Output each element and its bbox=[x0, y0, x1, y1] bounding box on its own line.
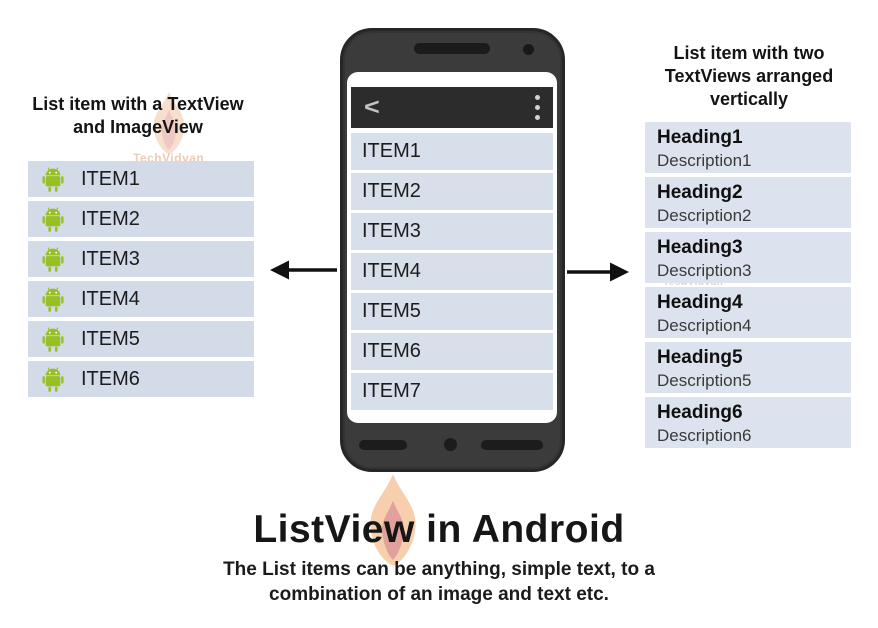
item-description: Description1 bbox=[657, 151, 752, 170]
phone-list-item[interactable]: ITEM5 bbox=[351, 293, 553, 330]
android-robot-icon bbox=[42, 366, 64, 392]
phone-listview: ITEM1 ITEM2 ITEM3 ITEM4 ITEM5 ITEM6 ITEM… bbox=[351, 133, 553, 413]
page-subtitle-line: The List items can be anything, simple t… bbox=[223, 559, 655, 580]
list-item-label: ITEM5 bbox=[81, 327, 140, 350]
item-heading: Heading5 bbox=[657, 347, 743, 368]
item-description: Description4 bbox=[657, 316, 752, 335]
item-description: Description5 bbox=[657, 371, 752, 390]
item-heading: Heading2 bbox=[657, 182, 743, 203]
overflow-menu-icon[interactable] bbox=[535, 95, 540, 120]
phone-list-item[interactable]: ITEM3 bbox=[351, 213, 553, 250]
item-heading: Heading1 bbox=[657, 127, 743, 148]
left-list: ITEM1 ITEM2 ITEM3 ITEM4 ITEM5 ITEM6 bbox=[28, 161, 254, 401]
right-arrow bbox=[567, 262, 629, 282]
list-item: ITEM1 bbox=[28, 161, 254, 197]
item-description: Description2 bbox=[657, 206, 752, 225]
phone-mockup: < ITEM1 ITEM2 ITEM3 ITEM4 ITEM5 ITEM6 IT… bbox=[340, 28, 565, 472]
app-header-bar: < bbox=[351, 87, 553, 128]
android-robot-icon bbox=[42, 326, 64, 352]
list-item: Heading4 Description4 bbox=[645, 287, 851, 338]
phone-bottom-bar-right bbox=[481, 440, 543, 450]
list-item: ITEM5 bbox=[28, 321, 254, 357]
page-subtitle: The List items can be anything, simple t… bbox=[0, 557, 878, 607]
item-heading: Heading6 bbox=[657, 402, 743, 423]
phone-list-item[interactable]: ITEM6 bbox=[351, 333, 553, 370]
list-item: Heading2 Description2 bbox=[645, 177, 851, 228]
phone-camera bbox=[523, 44, 534, 55]
right-panel-title-line: TextViews arranged bbox=[664, 66, 834, 86]
left-panel-title: List item with a TextView and ImageView bbox=[18, 93, 258, 139]
list-item-label: ITEM1 bbox=[81, 167, 140, 190]
list-item: Heading5 Description5 bbox=[645, 342, 851, 393]
list-item: Heading3 Description3 bbox=[645, 232, 851, 283]
phone-home-button bbox=[444, 438, 457, 451]
list-item-label: ITEM2 bbox=[81, 207, 140, 230]
android-robot-icon bbox=[42, 206, 64, 232]
list-item: Heading1 Description1 bbox=[645, 122, 851, 173]
right-panel-title: List item with two TextViews arranged ve… bbox=[638, 42, 860, 111]
list-item-label: ITEM4 bbox=[81, 287, 140, 310]
list-item: ITEM6 bbox=[28, 361, 254, 397]
list-item-label: ITEM6 bbox=[81, 367, 140, 390]
list-item: ITEM3 bbox=[28, 241, 254, 277]
phone-speaker bbox=[414, 43, 490, 54]
page-title: ListView in Android bbox=[253, 508, 625, 551]
android-robot-icon bbox=[42, 246, 64, 272]
android-robot-icon bbox=[42, 286, 64, 312]
list-item: ITEM2 bbox=[28, 201, 254, 237]
list-item: ITEM4 bbox=[28, 281, 254, 317]
list-item-label: ITEM3 bbox=[81, 247, 140, 270]
left-panel-title-line: and ImageView bbox=[73, 117, 203, 137]
item-heading: Heading4 bbox=[657, 292, 743, 313]
list-item: Heading6 Description6 bbox=[645, 397, 851, 448]
phone-list-item[interactable]: ITEM2 bbox=[351, 173, 553, 210]
phone-screen: < ITEM1 ITEM2 ITEM3 ITEM4 ITEM5 ITEM6 IT… bbox=[347, 72, 557, 423]
phone-list-item[interactable]: ITEM4 bbox=[351, 253, 553, 290]
phone-list-item[interactable]: ITEM1 bbox=[351, 133, 553, 170]
page-subtitle-line: combination of an image and text etc. bbox=[269, 584, 609, 605]
phone-list-item[interactable]: ITEM7 bbox=[351, 373, 553, 410]
left-panel-title-line: List item with a TextView bbox=[32, 94, 244, 114]
right-panel-title-line: List item with two bbox=[673, 43, 825, 63]
back-arrow-icon[interactable]: < bbox=[364, 94, 380, 120]
item-heading: Heading3 bbox=[657, 237, 743, 258]
right-list: Heading1 Description1 Heading2 Descripti… bbox=[645, 122, 851, 452]
item-description: Description6 bbox=[657, 426, 752, 445]
item-description: Description3 bbox=[657, 261, 752, 280]
left-arrow bbox=[270, 260, 337, 280]
right-panel-title-line: vertically bbox=[709, 89, 789, 109]
phone-bottom-bar-left bbox=[359, 440, 407, 450]
android-robot-icon bbox=[42, 166, 64, 192]
